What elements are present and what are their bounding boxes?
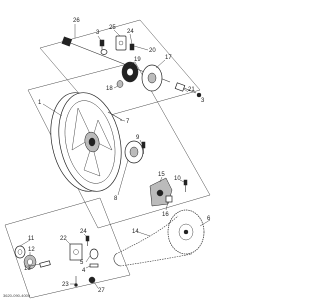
diagram-code: 3620-090-4000 — [3, 293, 31, 298]
bearing-part-18 — [116, 80, 124, 88]
rear-sprocket-part — [167, 209, 205, 255]
callout-10: 10 — [174, 176, 181, 182]
damper-part-16 — [165, 195, 173, 203]
sprocket-part-19 — [121, 61, 139, 83]
callout-15: 15 — [158, 172, 165, 178]
bolt-part-24b — [85, 235, 90, 246]
callout-27: 27 — [98, 288, 105, 294]
collar-part-22 — [69, 243, 83, 261]
spacer-part-13 — [39, 260, 51, 268]
callout-9: 9 — [136, 135, 140, 141]
callout-14: 14 — [132, 229, 139, 235]
chain-adjuster-part — [115, 35, 135, 51]
callout-3-top: 3 — [96, 30, 100, 36]
callout-5: 5 — [80, 260, 84, 266]
valve-part — [107, 111, 123, 121]
rear-wheel-part — [50, 92, 122, 192]
callout-18: 18 — [106, 86, 113, 92]
callout-19: 19 — [134, 57, 141, 63]
oil-seal-part-11 — [14, 245, 26, 259]
callout-16: 16 — [162, 212, 169, 218]
callout-12: 12 — [28, 247, 35, 253]
bolt-part-10 — [183, 179, 188, 192]
callout-8: 8 — [114, 196, 118, 202]
nut-part-27 — [88, 276, 96, 284]
callout-17: 17 — [165, 55, 172, 61]
callout-22: 22 — [60, 236, 67, 242]
callout-4: 4 — [82, 268, 86, 274]
pin-part-23 — [74, 276, 78, 287]
collar-part-21 — [174, 82, 197, 94]
callout-21: 21 — [188, 87, 195, 93]
callout-7: 7 — [126, 119, 130, 125]
spacer-part-17 — [141, 64, 163, 92]
callout-1: 1 — [38, 100, 42, 106]
washer-part-3 — [100, 49, 108, 55]
spacer-part-4 — [89, 263, 99, 268]
nut-part-3b — [196, 92, 202, 98]
callout-6: 6 — [207, 216, 211, 222]
callout-26: 26 — [73, 18, 80, 24]
callout-20: 20 — [149, 48, 156, 54]
exploded-parts-diagram: 26 3 25 24 20 19 17 18 21 3 1 7 9 10 15 … — [3, 18, 211, 299]
leader-lines — [19, 24, 211, 289]
bearing-part-5 — [89, 248, 99, 260]
callout-23: 23 — [62, 282, 69, 288]
callout-24-top: 24 — [127, 29, 134, 35]
callout-13: 13 — [24, 266, 31, 272]
bolt-part-9 — [141, 141, 146, 154]
hub-parts-outline — [4, 197, 131, 299]
callout-11: 11 — [28, 236, 35, 242]
damper-part-8 — [124, 140, 144, 164]
drive-chain-part — [113, 215, 193, 267]
callout-3-right: 3 — [201, 98, 205, 104]
callout-24-bottom: 24 — [80, 229, 87, 235]
callout-25: 25 — [109, 25, 116, 31]
